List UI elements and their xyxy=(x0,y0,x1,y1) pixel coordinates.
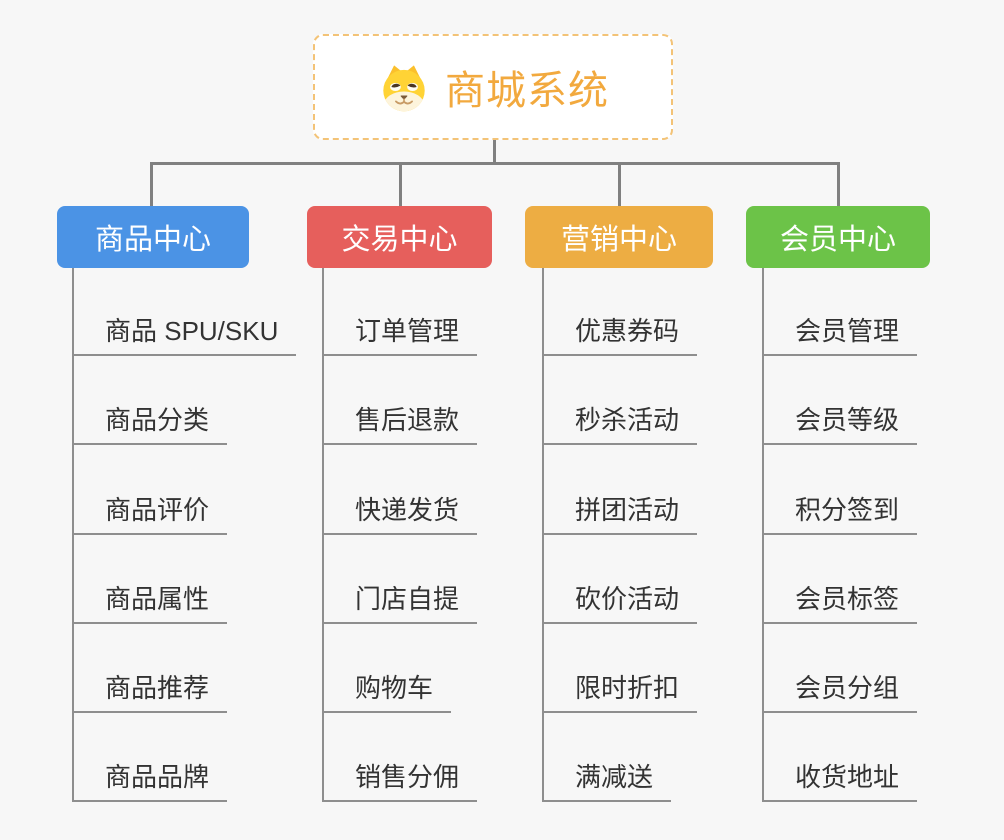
leaf-item[interactable]: 售后退款 xyxy=(322,399,478,445)
branch-member-center[interactable]: 会员中心 xyxy=(746,206,930,268)
leaf-item[interactable]: 商品 SPU/SKU xyxy=(72,310,297,356)
leaf-item[interactable]: 购物车 xyxy=(322,667,452,713)
leaf-item[interactable]: 秒杀活动 xyxy=(542,399,698,445)
branch-trunk-line xyxy=(322,268,324,802)
leaf-item[interactable]: 拼团活动 xyxy=(542,489,698,535)
leaf-item[interactable]: 积分签到 xyxy=(762,489,918,535)
shiba-dog-icon xyxy=(383,65,425,112)
branch-label: 交易中心 xyxy=(341,224,458,256)
leaf-item[interactable]: 商品评价 xyxy=(72,489,228,535)
leaf-item[interactable]: 商品推荐 xyxy=(72,667,228,713)
branch-marketing-center[interactable]: 营销中心 xyxy=(525,206,713,268)
branch-product-center[interactable]: 商品中心 xyxy=(57,206,249,268)
leaf-item[interactable]: 会员分组 xyxy=(762,667,918,713)
leaf-item[interactable]: 商品属性 xyxy=(72,578,228,624)
leaf-item[interactable]: 订单管理 xyxy=(322,310,478,356)
connector-drop-trade xyxy=(399,162,402,207)
branch-trunk-line xyxy=(762,268,764,802)
leaf-item[interactable]: 门店自提 xyxy=(322,578,478,624)
branch-trade-center[interactable]: 交易中心 xyxy=(307,206,492,268)
leaf-item[interactable]: 收货地址 xyxy=(762,756,918,802)
root-title: 商城系统 xyxy=(445,69,609,113)
leaf-item[interactable]: 会员管理 xyxy=(762,310,918,356)
branch-label: 会员中心 xyxy=(779,224,896,256)
leaf-item[interactable]: 限时折扣 xyxy=(542,667,698,713)
connector-drop-marketing xyxy=(618,162,621,207)
leaf-item[interactable]: 商品品牌 xyxy=(72,756,228,802)
leaf-item[interactable]: 砍价活动 xyxy=(542,578,698,624)
branch-trunk-line xyxy=(542,268,544,802)
leaf-item[interactable]: 满减送 xyxy=(542,756,672,802)
branch-label: 营销中心 xyxy=(560,224,677,256)
leaf-item[interactable]: 快递发货 xyxy=(322,489,478,535)
branch-trunk-line xyxy=(72,268,74,802)
leaf-item[interactable]: 优惠券码 xyxy=(542,310,698,356)
branch-label: 商品中心 xyxy=(94,224,211,256)
root-node[interactable]: 商城系统 xyxy=(313,34,673,140)
connector-drop-product xyxy=(150,162,153,207)
connector-rail xyxy=(150,162,840,165)
connector-drop-member xyxy=(837,162,840,207)
leaf-item[interactable]: 会员等级 xyxy=(762,399,918,445)
leaf-item[interactable]: 会员标签 xyxy=(762,578,918,624)
leaf-item[interactable]: 销售分佣 xyxy=(322,756,478,802)
leaf-item[interactable]: 商品分类 xyxy=(72,399,228,445)
connector-root-trunk xyxy=(493,140,496,165)
